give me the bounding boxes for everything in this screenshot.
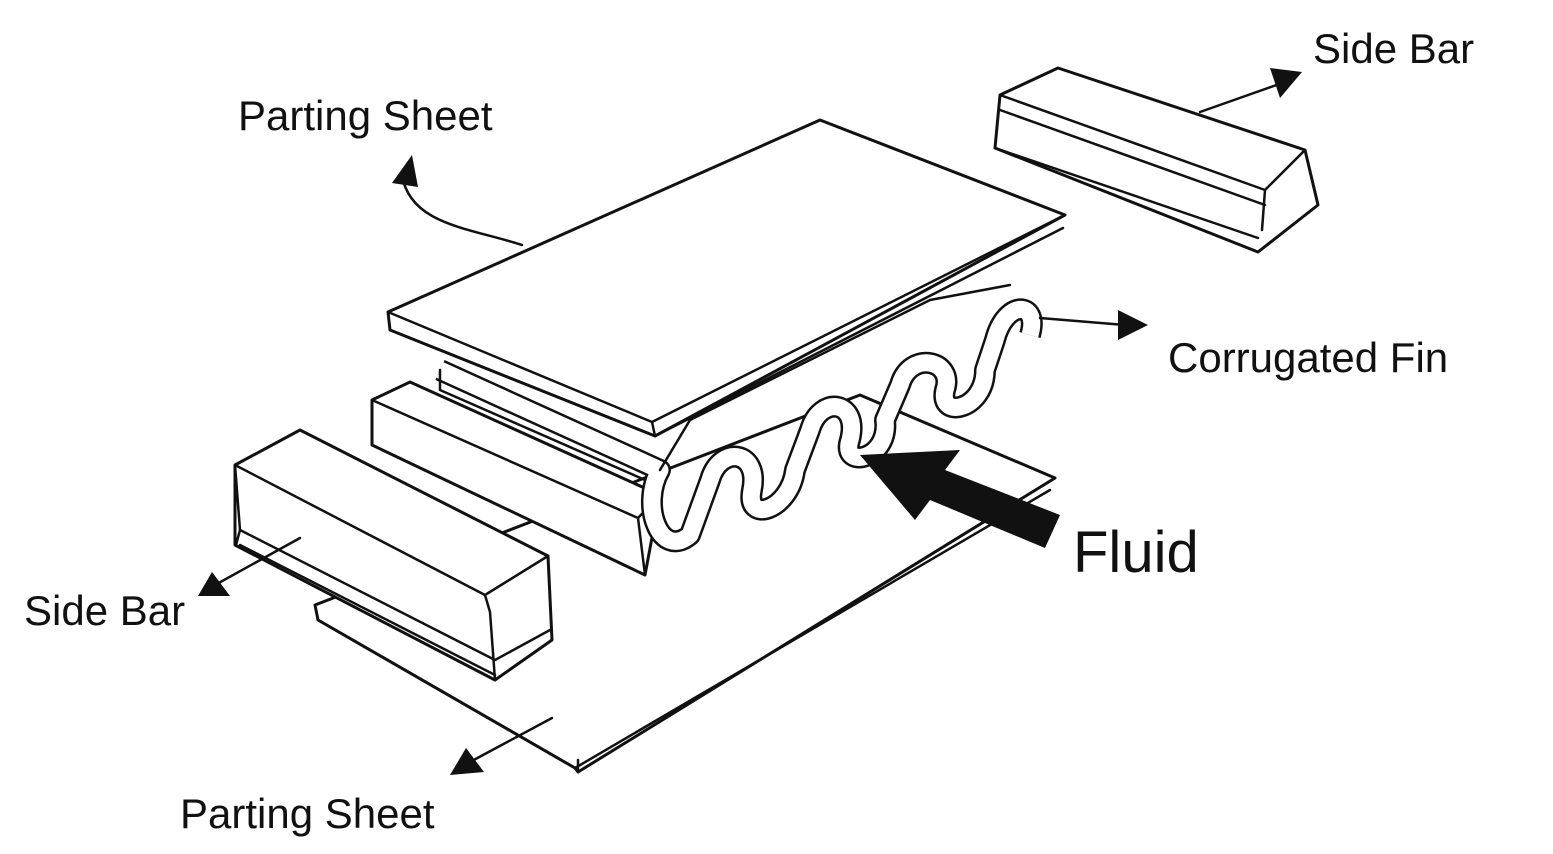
label-side-bar-top: Side Bar (1313, 25, 1474, 72)
leader-parting-sheet-top (392, 155, 524, 247)
label-side-bar-bottom: Side Bar (24, 587, 185, 634)
label-parting-sheet-bottom: Parting Sheet (180, 790, 435, 837)
top-side-bar (993, 66, 1320, 254)
corrugated-fin (435, 283, 1043, 553)
top-parting-sheet (386, 118, 1067, 438)
label-fluid: Fluid (1073, 520, 1199, 585)
label-parting-sheet-top: Parting Sheet (238, 92, 493, 139)
leader-corrugated-fin (1038, 310, 1148, 340)
leader-parting-sheet-bottom (450, 716, 554, 775)
label-corrugated-fin: Corrugated Fin (1168, 334, 1448, 381)
bottom-side-bar (233, 428, 554, 682)
leader-side-bar-bottom (198, 536, 302, 596)
leader-side-bar-top (1198, 68, 1302, 114)
fluid-arrow (860, 450, 1060, 548)
